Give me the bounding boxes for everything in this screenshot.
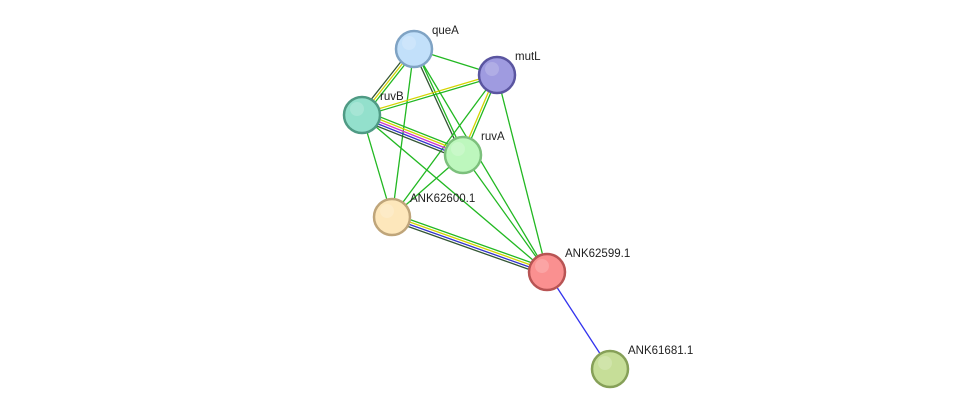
node-label: ANK62599.1 — [565, 248, 630, 260]
node-highlight — [535, 259, 549, 273]
node-highlight — [485, 62, 499, 76]
edge-ank62600-1-ank62599-1 — [390, 212, 549, 277]
node-circle[interactable] — [443, 135, 483, 175]
edge-ruvb-ank62599-1 — [361, 114, 548, 273]
edge-mutl-ruvb — [361, 73, 498, 117]
node-circle[interactable] — [342, 95, 382, 135]
edge-line — [361, 114, 548, 273]
edge-mutl-ank62600-1 — [391, 74, 498, 218]
edge-line — [362, 75, 498, 117]
edge-line — [392, 212, 549, 270]
node-ank62600-1[interactable]: ANK62600.1 — [372, 193, 475, 237]
edge-line — [496, 74, 548, 273]
node-quea[interactable]: queA — [394, 25, 459, 69]
edge-line — [546, 271, 611, 370]
node-circle[interactable] — [590, 349, 630, 389]
edge-line — [390, 219, 547, 277]
node-circle[interactable] — [394, 29, 434, 69]
edge-line — [391, 217, 547, 274]
node-highlight — [402, 36, 416, 50]
node-mutl[interactable]: mutL — [477, 51, 541, 95]
edge-line — [462, 154, 548, 273]
node-circle[interactable] — [372, 197, 412, 237]
edge-ank62599-1-ank61681-1 — [546, 271, 611, 370]
node-ank61681-1[interactable]: ANK61681.1 — [590, 345, 693, 389]
node-ruvb[interactable]: ruvB — [342, 91, 404, 135]
edge-line — [361, 73, 497, 115]
edge-mutl-ank62599-1 — [496, 74, 548, 273]
node-label: ruvB — [380, 91, 404, 103]
edge-line — [392, 215, 548, 272]
edge-quea-ruva — [412, 48, 465, 156]
node-label: queA — [432, 25, 459, 37]
edge-line — [414, 48, 465, 155]
edge-line — [412, 49, 463, 156]
node-circle[interactable] — [477, 55, 517, 95]
node-label: mutL — [515, 51, 541, 63]
node-ank62599-1[interactable]: ANK62599.1 — [527, 248, 630, 292]
node-label: ruvA — [481, 131, 505, 143]
node-highlight — [451, 142, 465, 156]
edge-quea-ank62600-1 — [391, 48, 415, 218]
node-ruva[interactable]: ruvA — [443, 131, 505, 175]
edge-line — [391, 74, 498, 218]
node-highlight — [598, 356, 612, 370]
node-highlight — [350, 102, 364, 116]
node-label: ANK61681.1 — [628, 345, 693, 357]
edge-ruva-ank62599-1 — [462, 154, 548, 273]
node-label: ANK62600.1 — [410, 193, 475, 205]
node-highlight — [380, 204, 394, 218]
edge-line — [391, 48, 415, 218]
node-circle[interactable] — [527, 252, 567, 292]
nodes-layer: queA mutL ruvB ruvA ANK62600.1ANK62599.1ANK6… — [342, 25, 693, 389]
